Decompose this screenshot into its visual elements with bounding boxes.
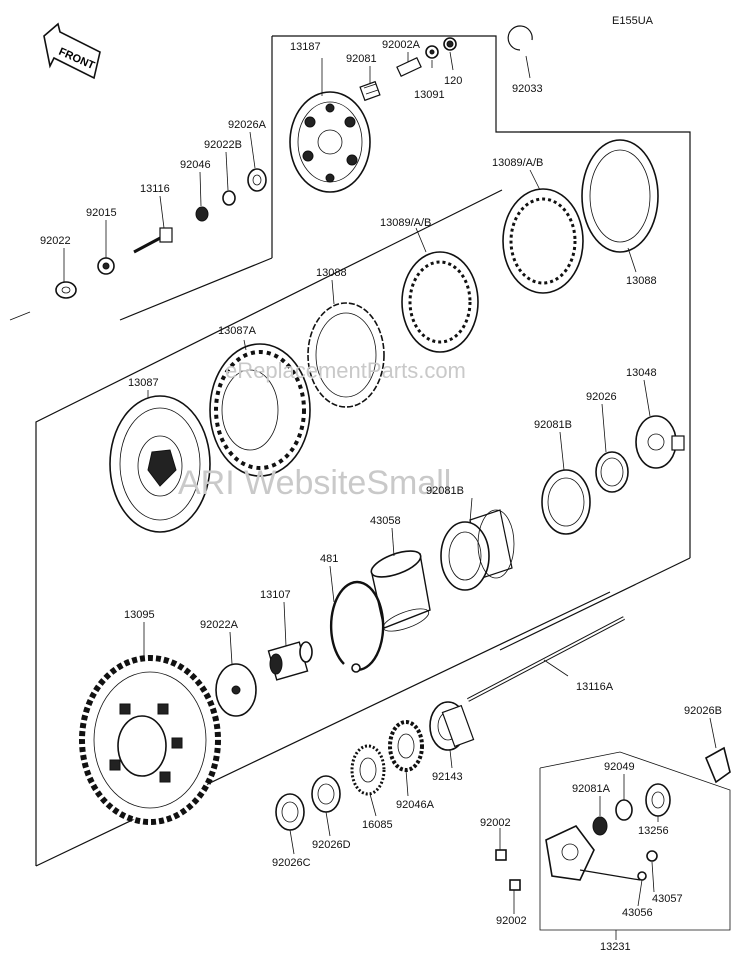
front-arrow-icon: FRONT	[43, 22, 101, 80]
washer-92022A	[215, 663, 257, 717]
label-13116A: 13116A	[576, 681, 614, 693]
washer-92026C	[275, 793, 305, 831]
label-92026: 92026	[586, 391, 617, 403]
washer-92026B	[704, 746, 731, 784]
label-13089ab-mid: 13089/A/B	[380, 217, 431, 229]
bearing-92081B-mid	[440, 509, 515, 591]
label-92026D: 92026D	[312, 839, 351, 851]
label-13107: 13107	[260, 589, 291, 601]
sleeve-43058	[370, 550, 431, 632]
cam-13048	[635, 415, 685, 469]
washer-92022B	[222, 190, 236, 206]
label-13116: 13116	[140, 183, 170, 195]
label-92081A: 92081A	[572, 783, 611, 795]
washer-92026	[595, 451, 629, 493]
label-16085: 16085	[362, 819, 393, 831]
gear-13095	[79, 655, 221, 825]
label-92033: 92033	[512, 83, 543, 95]
leader-lines	[63, 51, 717, 940]
label-92015: 92015	[86, 207, 117, 219]
washer-13091	[425, 45, 439, 59]
nut-92015	[97, 257, 115, 275]
label-92002A: 92002A	[382, 39, 421, 51]
friction-plate-13088-right	[581, 139, 659, 253]
pressure-plate-13187	[289, 58, 371, 193]
pushrod-13116	[133, 227, 173, 254]
label-13088-left: 13088	[316, 267, 347, 279]
pin-43057	[646, 850, 658, 862]
bolt-92002A	[396, 57, 422, 77]
watermark-url: eReplacementParts.com	[225, 358, 466, 383]
label-92081B-top: 92081B	[534, 419, 572, 431]
bearing-92143	[429, 701, 475, 751]
watermark-brand: ARI WebsiteSmall	[178, 464, 451, 502]
washer-92049	[615, 799, 633, 821]
friction-plate-13088-left	[307, 302, 385, 408]
label-13095: 13095	[124, 609, 155, 621]
label-481: 481	[320, 553, 338, 565]
label-92081: 92081	[346, 53, 377, 65]
washer-92026A	[247, 168, 267, 192]
label-92026B: 92026B	[684, 705, 722, 717]
label-43056: 43056	[622, 907, 653, 919]
nut-120	[443, 37, 457, 51]
label-120: 120	[444, 75, 462, 87]
circlip-92033	[507, 25, 533, 51]
label-92026A: 92026A	[228, 119, 267, 131]
label-92002-bottom: 92002	[496, 915, 527, 927]
clutch-hub-13087A	[209, 343, 311, 477]
label-13087A: 13087A	[218, 325, 257, 337]
washer-92026D	[311, 775, 341, 813]
collar-13107	[267, 641, 313, 681]
label-92002-top: 92002	[480, 817, 511, 829]
bolt-92002-bottom	[509, 879, 521, 891]
steel-plate-13089-top	[502, 188, 584, 294]
label-13231: 13231	[600, 941, 631, 953]
washer-92081B-top	[541, 469, 591, 535]
steel-plate-13089-mid	[401, 251, 479, 353]
part-labels: 13187 92002A 92081 120 13091 92033 92026…	[40, 39, 722, 953]
label-92046A: 92046A	[396, 799, 435, 811]
spring-92081A	[592, 816, 608, 836]
label-92081B-mid: 92081B	[426, 485, 464, 497]
label-13048: 13048	[626, 367, 657, 379]
label-92143: 92143	[432, 771, 463, 783]
gear-16085	[350, 744, 386, 796]
washer-92022	[55, 281, 77, 299]
label-92046: 92046	[180, 159, 211, 171]
label-43057: 43057	[652, 893, 683, 905]
clutch-housing-13087	[109, 395, 211, 533]
label-43058: 43058	[370, 515, 401, 527]
snap-ring-481	[329, 580, 385, 673]
release-lever-13231	[545, 825, 641, 881]
label-92022: 92022	[40, 235, 71, 247]
label-92022B: 92022B	[204, 139, 242, 151]
label-13091: 13091	[414, 89, 445, 101]
label-13256: 13256	[638, 825, 669, 837]
pushrod-13116A	[467, 616, 625, 702]
label-92022A: 92022A	[200, 619, 239, 631]
label-13087: 13087	[128, 377, 159, 389]
bearing-92046A	[388, 720, 424, 772]
label-13187: 13187	[290, 41, 321, 53]
bearing-13256	[645, 783, 671, 817]
bolt-92002-top	[495, 849, 507, 861]
diagram-id: E155UA	[612, 15, 654, 27]
pin-43056	[637, 871, 647, 881]
label-13089ab-top: 13089/A/B	[492, 157, 543, 169]
label-92026C: 92026C	[272, 857, 311, 869]
spring-92081	[359, 80, 381, 102]
label-92049: 92049	[604, 761, 635, 773]
label-13088-right: 13088	[626, 275, 657, 287]
nut-92046	[195, 206, 209, 222]
